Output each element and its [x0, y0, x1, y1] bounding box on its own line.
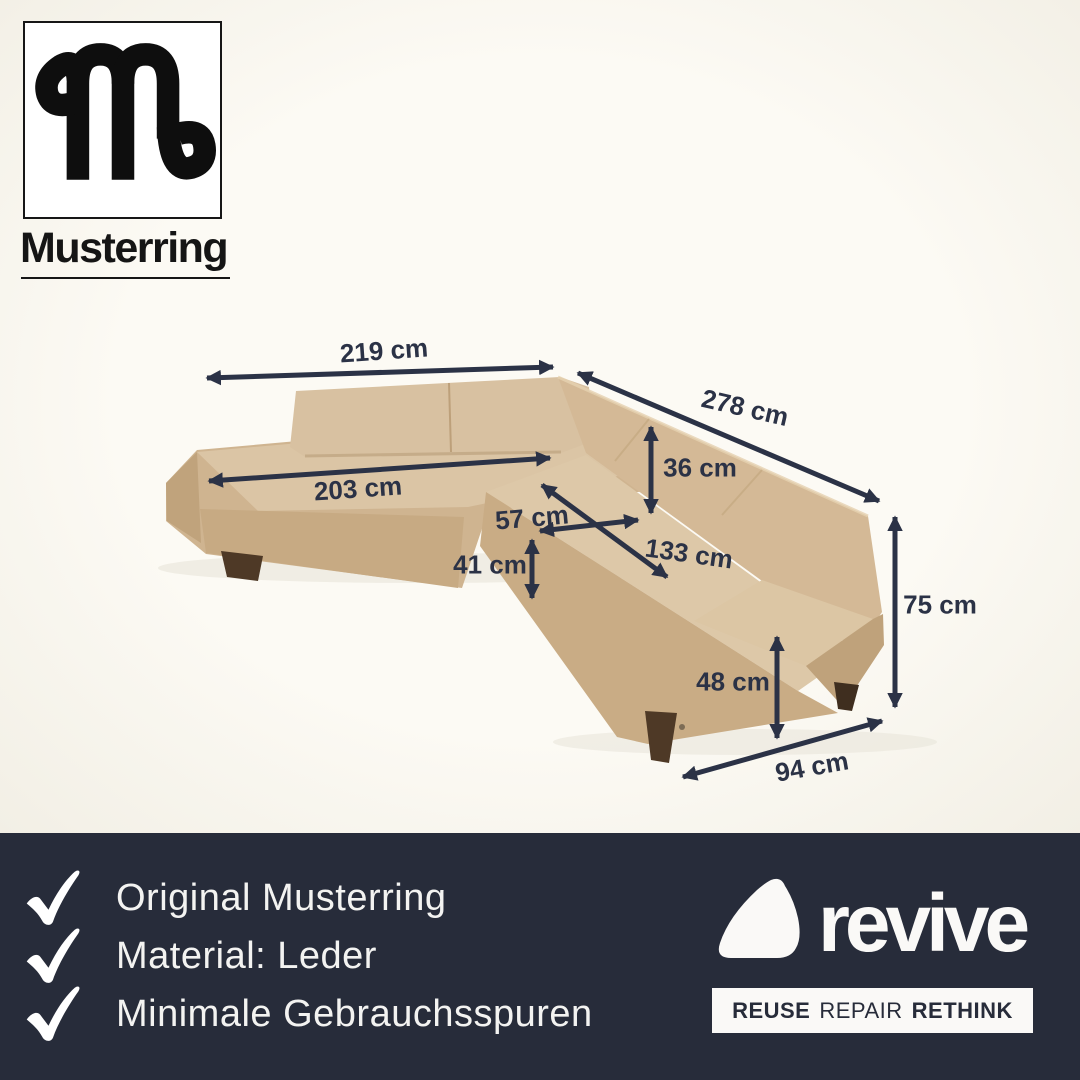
- dim-label-total-height: 75 cm: [903, 589, 977, 620]
- tagline-reuse: REUSE: [732, 997, 811, 1023]
- feature-text: Material: Leder: [116, 934, 377, 977]
- feature-row: Original Musterring: [24, 869, 447, 927]
- arrow-end-width: [681, 717, 884, 781]
- dim-label-seat-front-width: 203 cm: [312, 470, 403, 507]
- check-icon: [26, 986, 80, 1041]
- arrow-seat-front-width: [207, 451, 552, 488]
- dimension-arrows: [205, 359, 903, 781]
- sofa-shadow: [553, 729, 937, 755]
- dim-label-seat-depth: 57 cm: [493, 499, 570, 536]
- dim-label-armrest-height: 48 cm: [696, 666, 770, 697]
- dim-label-seat-height: 41 cm: [453, 549, 527, 580]
- feature-text: Original Musterring: [116, 876, 447, 919]
- brand-name: Musterring: [20, 224, 229, 272]
- dim-label-back-width: 219 cm: [338, 332, 429, 369]
- arrow-side-depth: [576, 370, 881, 504]
- revive-tagline-chip: REUSE REPAIR RETHINK: [712, 988, 1033, 1033]
- tagline-rethink: RETHINK: [911, 997, 1013, 1023]
- arrow-inner-length: [540, 482, 669, 580]
- check-icon: [26, 928, 80, 983]
- musterring-logo-box: [23, 21, 222, 219]
- corner-sofa-image: [158, 359, 937, 781]
- revive-wordmark: revive: [818, 878, 1030, 969]
- tagline-repair: REPAIR: [819, 997, 903, 1023]
- feature-text: Minimale Gebrauchsspuren: [116, 992, 593, 1035]
- feature-row: Material: Leder: [24, 927, 377, 985]
- check-icon: [26, 870, 80, 925]
- info-bar: Original Musterring Material: Leder Mini…: [0, 833, 1080, 1080]
- arrow-back-width: [205, 359, 555, 386]
- feature-row: Minimale Gebrauchsspuren: [24, 985, 593, 1043]
- dim-label-backrest-height: 36 cm: [663, 452, 737, 483]
- musterring-monogram-icon: [35, 43, 216, 180]
- revive-pebble-icon: [718, 878, 800, 958]
- brand-underline: [21, 277, 230, 279]
